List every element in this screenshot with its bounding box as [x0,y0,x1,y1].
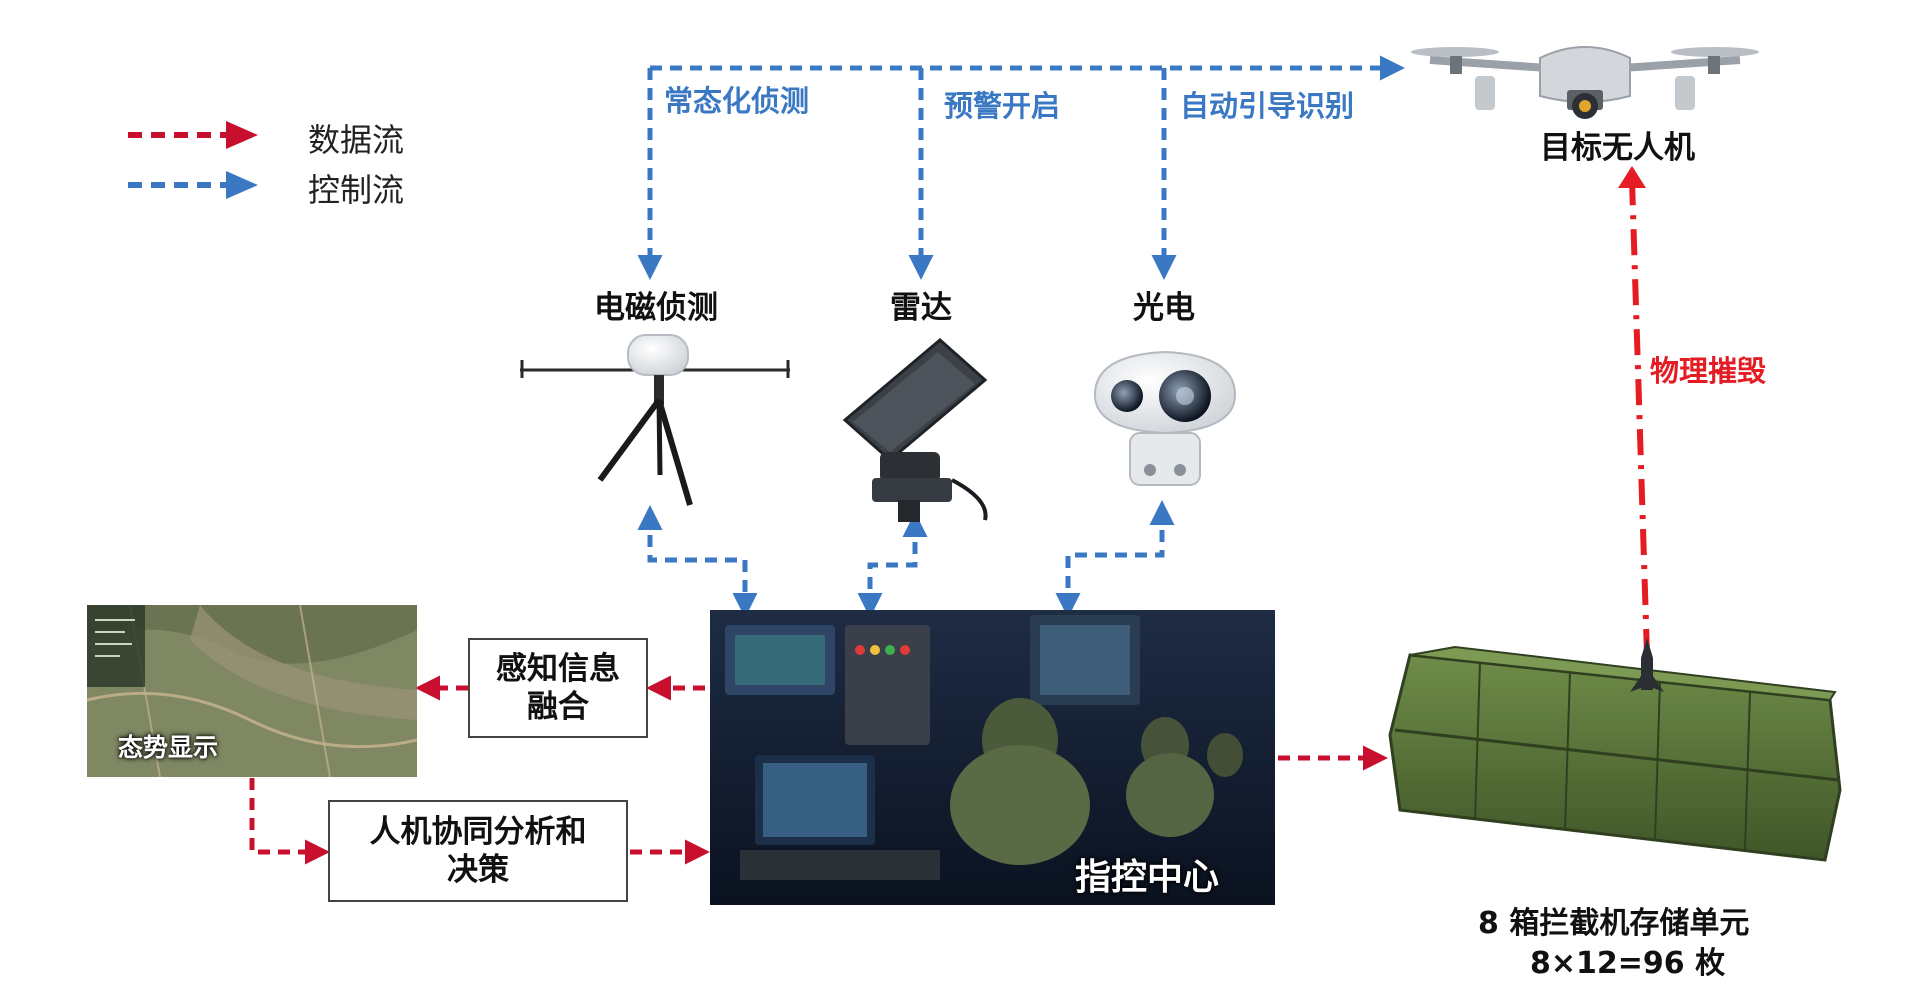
decision-box: 人机协同分析和 决策 [328,800,628,902]
command-center-image [710,610,1275,905]
fusion-line-2: 融合 [527,689,589,725]
storage-line-2: 8×12=96 枚 [1530,946,1726,981]
fusion-box: 感知信息 融合 [468,638,648,738]
physical-destroy-label: 物理摧毁 [1650,354,1767,388]
crate-stack-icon [1388,645,1842,862]
radar-label: 雷达 [890,290,952,326]
em-command-link [637,505,758,618]
legend-control-flow-label: 控制流 [308,171,405,209]
legend-data-flow-arrowhead [226,121,258,149]
map-to-decision-line [249,778,330,865]
electro-optical-label: 光电 [1133,290,1195,326]
destroy-arrowhead [1618,166,1646,188]
interceptor-icon [1630,638,1664,692]
map-thumbnail-icon [86,604,418,778]
radar-icon [842,338,988,522]
control-flow-bottom [637,500,1175,618]
decision-line-1: 人机协同分析和 [369,814,587,850]
decision-line-2: 决策 [447,852,509,888]
legend-control-flow-arrowhead [226,171,258,199]
data-flow [249,675,1388,865]
eo-command-link [1055,500,1175,618]
auto-guidance-label: 自动引导识别 [1180,89,1355,123]
drone-icon [1411,46,1759,119]
target-drone-label: 目标无人机 [1540,130,1695,166]
radar-command-link [857,512,928,618]
em-sensor-icon [520,334,790,506]
command-center-label: 指控中心 [1075,857,1220,898]
situation-display-label: 态势显示 [118,733,219,762]
routine-detection-label: 常态化侦测 [664,84,810,118]
eo-camera-icon [1093,350,1237,486]
em-detection-label: 电磁侦测 [594,290,718,326]
destroy-line [1629,179,1650,656]
fusion-line-1: 感知信息 [496,651,620,687]
control-flow-top [637,55,1405,280]
warning-on-label: 预警开启 [944,89,1061,123]
legend-data-flow-label: 数据流 [308,121,405,159]
storage-line-1: 8 箱拦截机存储单元 [1478,906,1750,941]
legend [128,121,258,199]
